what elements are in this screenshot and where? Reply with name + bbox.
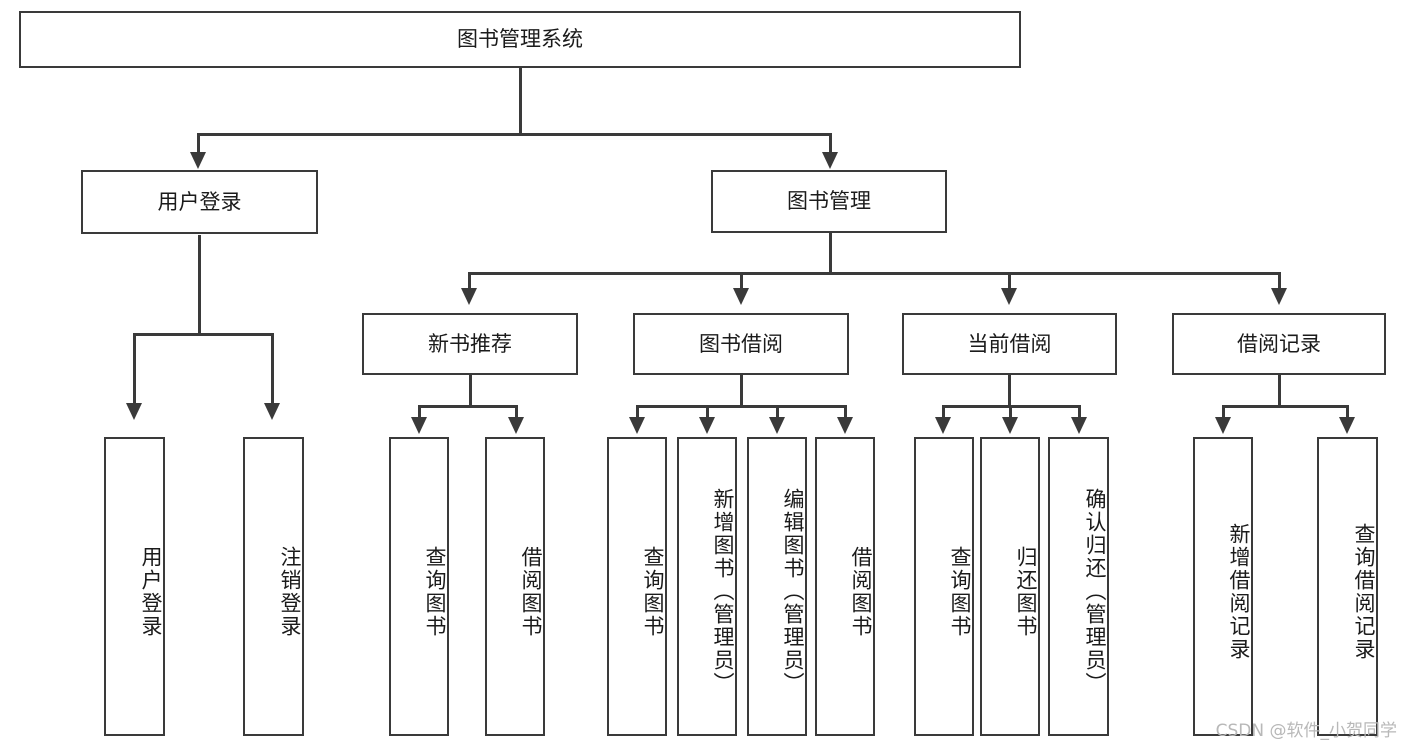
node-leaf-user-login-label: 用户登录 xyxy=(139,545,163,638)
connector-book-manage-trunk xyxy=(829,232,832,274)
connector-bm-to-book-borrow xyxy=(740,272,743,290)
node-leaf-logout[interactable]: 注销登录 xyxy=(243,437,304,736)
arrow-bm-to-borrow-record xyxy=(1271,288,1287,305)
node-leaf-edit-book-label: 编辑图书（管理员） xyxy=(781,488,805,695)
node-leaf-query-book-1-label: 查询图书 xyxy=(423,545,447,638)
connector-user-login-left xyxy=(133,333,136,405)
arrow-br-c1 xyxy=(1215,417,1231,434)
connector-cb-c1 xyxy=(942,405,945,419)
node-leaf-add-record[interactable]: 新增借阅记录 xyxy=(1193,437,1253,736)
node-leaf-logout-label: 注销登录 xyxy=(278,545,302,638)
node-current-borrow-label: 当前借阅 xyxy=(967,331,1052,356)
node-borrow-record-label: 借阅记录 xyxy=(1237,331,1321,356)
node-leaf-borrow-book-2[interactable]: 借阅图书 xyxy=(815,437,875,736)
node-leaf-query-book-3[interactable]: 查询图书 xyxy=(914,437,974,736)
node-leaf-borrow-book-1-label: 借阅图书 xyxy=(519,545,543,638)
connector-bb-c3 xyxy=(776,405,779,419)
connector-bm-to-current-borrow xyxy=(1008,272,1011,290)
node-borrow-record[interactable]: 借阅记录 xyxy=(1172,313,1386,375)
node-leaf-query-book-2-label: 查询图书 xyxy=(641,545,665,638)
node-leaf-query-record-label: 查询借阅记录 xyxy=(1352,522,1376,661)
node-leaf-return-book[interactable]: 归还图书 xyxy=(980,437,1040,736)
arrow-bb-c3 xyxy=(769,417,785,434)
arrow-bm-to-current-borrow xyxy=(1001,288,1017,305)
connector-new-book-trunk xyxy=(469,375,472,407)
node-book-borrow[interactable]: 图书借阅 xyxy=(633,313,849,375)
node-leaf-add-book[interactable]: 新增图书（管理员） xyxy=(677,437,737,736)
connector-root-trunk xyxy=(519,68,522,135)
arrow-br-c2 xyxy=(1339,417,1355,434)
node-new-book-rec[interactable]: 新书推荐 xyxy=(362,313,578,375)
node-user-login[interactable]: 用户登录 xyxy=(81,170,318,234)
node-leaf-return-book-label: 归还图书 xyxy=(1014,545,1038,638)
connector-user-login-bus xyxy=(133,333,273,336)
arrow-user-login-left xyxy=(126,403,142,420)
node-root[interactable]: 图书管理系统 xyxy=(19,11,1021,68)
node-book-manage-label: 图书管理 xyxy=(787,189,871,214)
connector-new-book-c2 xyxy=(515,405,518,419)
connector-book-manage-bus xyxy=(468,272,1280,275)
arrow-bb-c2 xyxy=(699,417,715,434)
connector-book-borrow-bus xyxy=(636,405,846,408)
arrow-bb-c4 xyxy=(837,417,853,434)
connector-current-borrow-trunk xyxy=(1008,375,1011,407)
node-new-book-rec-label: 新书推荐 xyxy=(428,331,512,356)
connector-cb-c3 xyxy=(1078,405,1081,419)
node-leaf-borrow-book-2-label: 借阅图书 xyxy=(849,545,873,638)
node-root-label: 图书管理系统 xyxy=(457,27,583,52)
connector-user-login-right xyxy=(271,333,274,405)
node-leaf-query-book-2[interactable]: 查询图书 xyxy=(607,437,667,736)
arrow-user-login-right xyxy=(264,403,280,420)
connector-bm-to-new-book xyxy=(468,272,471,290)
connector-book-borrow-trunk xyxy=(740,375,743,407)
node-leaf-borrow-book-1[interactable]: 借阅图书 xyxy=(485,437,545,736)
arrow-bm-to-book-borrow xyxy=(733,288,749,305)
connector-root-to-user-login xyxy=(197,133,200,155)
connector-cb-c2 xyxy=(1009,405,1012,419)
connector-root-bus xyxy=(197,133,831,136)
node-current-borrow[interactable]: 当前借阅 xyxy=(902,313,1117,375)
node-leaf-confirm-return-label: 确认归还（管理员） xyxy=(1083,488,1107,695)
csdn-watermark: CSDN @软件_小贺同学 xyxy=(1215,721,1397,741)
arrow-new-book-c2 xyxy=(508,417,524,434)
connector-new-book-c1 xyxy=(418,405,421,419)
node-book-manage[interactable]: 图书管理 xyxy=(711,170,947,233)
connector-bb-c1 xyxy=(636,405,639,419)
arrow-root-to-book-manage xyxy=(822,152,838,169)
node-leaf-confirm-return[interactable]: 确认归还（管理员） xyxy=(1048,437,1109,736)
node-leaf-user-login[interactable]: 用户登录 xyxy=(104,437,165,736)
arrow-cb-c3 xyxy=(1071,417,1087,434)
connector-borrow-record-trunk xyxy=(1278,375,1281,407)
arrow-root-to-user-login xyxy=(190,152,206,169)
node-leaf-add-book-label: 新增图书（管理员） xyxy=(711,488,735,695)
node-leaf-query-record[interactable]: 查询借阅记录 xyxy=(1317,437,1378,736)
connector-br-c1 xyxy=(1222,405,1225,419)
arrow-bb-c1 xyxy=(629,417,645,434)
node-leaf-query-book-1[interactable]: 查询图书 xyxy=(389,437,449,736)
connector-bm-to-borrow-record xyxy=(1278,272,1281,290)
connector-root-to-book-manage xyxy=(829,133,832,155)
node-leaf-query-book-3-label: 查询图书 xyxy=(948,545,972,638)
connector-user-login-trunk xyxy=(198,235,201,335)
node-user-login-label: 用户登录 xyxy=(157,189,242,214)
connector-bb-c4 xyxy=(844,405,847,419)
arrow-bm-to-new-book xyxy=(461,288,477,305)
arrow-cb-c1 xyxy=(935,417,951,434)
connector-new-book-bus xyxy=(418,405,517,408)
connector-bb-c2 xyxy=(706,405,709,419)
arrow-cb-c2 xyxy=(1002,417,1018,434)
arrow-new-book-c1 xyxy=(411,417,427,434)
connector-br-c2 xyxy=(1346,405,1349,419)
node-book-borrow-label: 图书借阅 xyxy=(699,331,783,356)
node-leaf-add-record-label: 新增借阅记录 xyxy=(1227,522,1251,661)
connector-borrow-record-bus xyxy=(1222,405,1348,408)
node-leaf-edit-book[interactable]: 编辑图书（管理员） xyxy=(747,437,807,736)
